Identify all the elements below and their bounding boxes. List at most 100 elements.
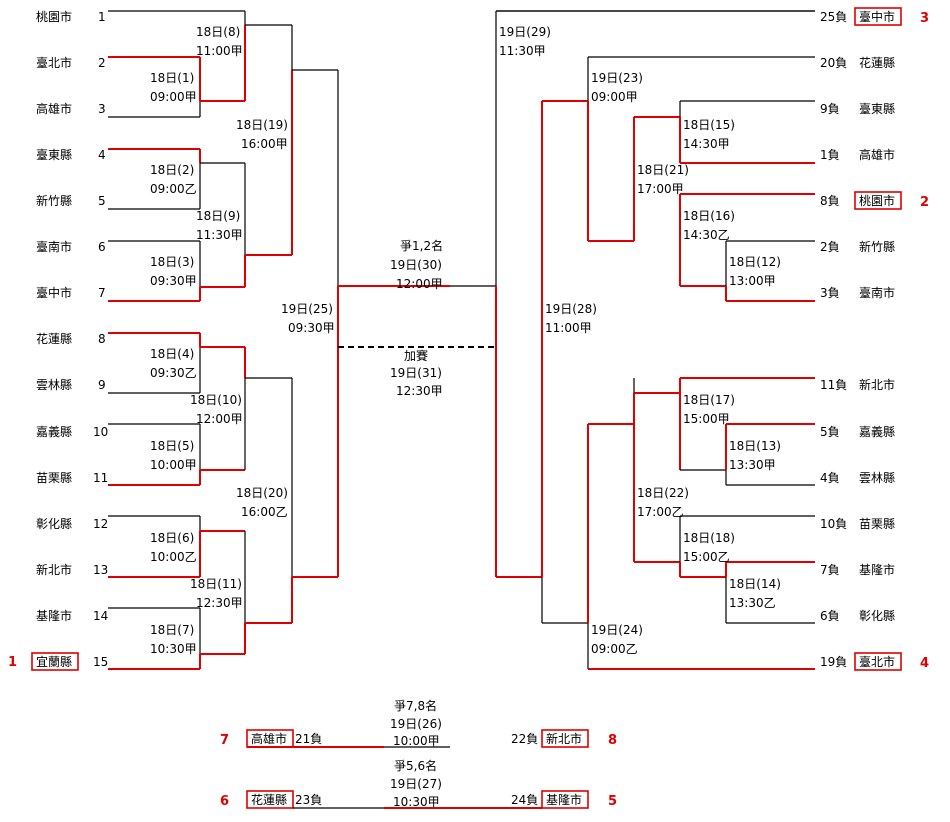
game-no: 18日(13) [729, 439, 781, 453]
loser-ref: 25負 [820, 10, 847, 24]
game-no: 19日(30) [390, 258, 442, 272]
game-time: 16:00甲 [241, 137, 288, 151]
team-seed: 11 [93, 471, 108, 485]
rank-highlight-box [854, 7, 902, 26]
game-no: 18日(19) [236, 118, 288, 132]
final-rank-label: 1 [8, 655, 17, 670]
loser-ref: 23負 [295, 793, 322, 807]
team-seed: 12 [93, 517, 108, 531]
final-title: 爭1,2名 [400, 238, 443, 253]
team-seed: 4 [98, 148, 106, 162]
team-seed: 5 [98, 194, 106, 208]
game-no: 19日(31) [390, 366, 442, 380]
team-seed: 3 [98, 102, 106, 116]
loser-ref: 5負 [820, 425, 840, 439]
game-no: 18日(7) [150, 623, 194, 637]
team-name: 新北市 [546, 731, 582, 746]
loser-ref: 11負 [820, 378, 847, 392]
team-name: 嘉義縣 [859, 424, 895, 439]
team-seed: 13 [93, 563, 108, 577]
game-time: 09:30甲 [150, 274, 197, 288]
game-time: 11:30甲 [196, 228, 243, 242]
team-seed: 9 [98, 378, 106, 392]
game-time: 17:00甲 [637, 182, 684, 196]
team-name: 臺中市 [859, 9, 895, 24]
team-name: 花蓮縣 [251, 792, 287, 807]
team-name: 臺南市 [859, 285, 895, 300]
game-no: 18日(1) [150, 71, 194, 85]
game-no: 18日(8) [196, 25, 240, 39]
game-time: 10:00甲 [150, 458, 197, 472]
team-name: 臺北市 [859, 654, 895, 669]
loser-ref: 6負 [820, 609, 840, 623]
team-name: 新北市 [859, 377, 895, 392]
game-time: 13:30甲 [729, 458, 776, 472]
game-time: 10:00甲 [393, 734, 440, 748]
game-no: 18日(20) [236, 486, 288, 500]
game-time: 11:30甲 [499, 44, 546, 58]
game-no: 18日(17) [683, 393, 735, 407]
team-name: 臺南市 [36, 239, 72, 254]
game-time: 15:00甲 [683, 412, 730, 426]
left-team-list: 桃園市 1 臺北市 2 高雄市 3 臺東縣 4 新竹縣 5 臺南市 6 臺中市 … [8, 9, 108, 671]
team-name: 臺北市 [36, 55, 72, 70]
game-time: 17:00乙 [637, 505, 684, 519]
game-no: 18日(6) [150, 531, 194, 545]
team-name: 高雄市 [251, 731, 287, 746]
final-rank-label: 3 [920, 11, 929, 26]
final-rank-label: 5 [608, 794, 617, 809]
game-time: 14:30乙 [683, 228, 730, 242]
team-name: 雲林縣 [36, 378, 72, 392]
game-no: 19日(25) [281, 302, 333, 316]
extra-title: 加賽 [404, 348, 428, 363]
game-no: 19日(23) [591, 71, 643, 85]
loser-ref: 10負 [820, 517, 847, 531]
game-time: 09:00乙 [150, 182, 197, 196]
team-name: 基隆市 [36, 608, 72, 623]
game-time: 09:00甲 [150, 90, 197, 104]
game-no: 18日(3) [150, 255, 194, 269]
loser-ref: 4負 [820, 471, 840, 485]
team-name: 桃園市 [36, 9, 72, 24]
game-no: 18日(9) [196, 209, 240, 223]
rank-highlight-box [854, 652, 902, 671]
team-seed: 6 [98, 240, 106, 254]
loser-ref: 9負 [820, 102, 840, 116]
game-time: 12:00甲 [196, 412, 243, 426]
game-no: 18日(11) [190, 577, 242, 591]
game-no: 18日(10) [190, 393, 242, 407]
game-time: 14:30甲 [683, 137, 730, 151]
game-no: 19日(28) [545, 302, 597, 316]
game-no: 18日(14) [729, 577, 781, 591]
team-name: 新北市 [36, 562, 72, 577]
team-name: 新竹縣 [859, 239, 895, 254]
game-time: 16:00乙 [241, 505, 288, 519]
team-name: 臺東縣 [36, 147, 72, 162]
game-time: 13:30乙 [729, 596, 776, 610]
right-entry-list: 25負 臺中市 3 20負 花蓮縣 9負 臺東縣 1負 高雄市 8負 桃園市 2… [820, 7, 929, 671]
team-name: 苗栗縣 [36, 471, 72, 485]
loser-ref: 22負 [511, 732, 538, 746]
right-bracket-lines [495, 10, 815, 670]
game-time: 11:00甲 [545, 321, 592, 335]
team-name: 嘉義縣 [36, 424, 72, 439]
left-game-labels: 18日(1) 09:00甲 18日(2) 09:00乙 18日(3) 09:30… [150, 25, 335, 656]
team-name: 宜蘭縣 [36, 654, 72, 669]
game-no: 18日(18) [683, 531, 735, 545]
final-rank-label: 2 [920, 195, 929, 210]
game-no: 19日(29) [499, 25, 551, 39]
game-no: 18日(21) [637, 163, 689, 177]
team-seed: 2 [98, 56, 106, 70]
game-time: 12:00甲 [396, 277, 443, 291]
game-time: 11:00甲 [196, 44, 243, 58]
game-time: 10:30甲 [150, 642, 197, 656]
right-game-labels: 19日(29) 11:30甲 19日(23) 09:00甲 18日(15) 14… [499, 25, 781, 656]
loser-ref: 19負 [820, 655, 847, 669]
team-name: 新竹縣 [36, 193, 72, 208]
game-time: 09:00乙 [591, 642, 638, 656]
game-time: 10:30甲 [393, 795, 440, 809]
game-time: 09:30甲 [288, 321, 335, 335]
team-name: 彰化縣 [859, 608, 895, 623]
game-no: 19日(26) [390, 717, 442, 731]
placement-7-8: 爭7,8名 19日(26) 10:00甲 7 高雄市 21負 22負 新北市 8 [220, 698, 617, 748]
